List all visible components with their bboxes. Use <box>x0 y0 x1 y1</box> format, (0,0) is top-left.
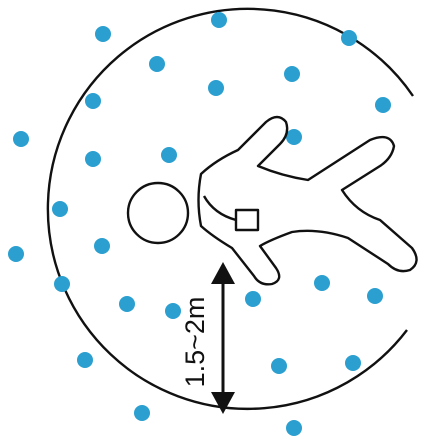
dot <box>367 288 383 304</box>
dot <box>375 97 391 113</box>
dot <box>208 80 224 96</box>
dot <box>77 352 93 368</box>
dot <box>85 151 101 167</box>
dot <box>314 275 330 291</box>
dot <box>149 56 165 72</box>
dot <box>85 93 101 109</box>
dot <box>95 26 111 42</box>
person-head <box>128 183 188 243</box>
dot <box>119 296 135 312</box>
person-body <box>199 117 417 284</box>
distance-label: 1.5~2m <box>180 297 210 388</box>
dot <box>52 201 68 217</box>
person-topdown-icon <box>128 117 417 284</box>
dot <box>54 276 70 292</box>
dot <box>286 420 302 436</box>
dot <box>94 238 110 254</box>
dot <box>8 246 24 262</box>
dot <box>345 355 361 371</box>
double-arrow-icon <box>211 262 235 414</box>
dot <box>341 30 357 46</box>
dot <box>245 291 261 307</box>
dot <box>211 12 227 28</box>
arrow-head-up <box>211 262 235 284</box>
arrow-head-down <box>211 392 235 414</box>
dot <box>13 131 29 147</box>
dot <box>286 129 302 145</box>
dot <box>165 303 181 319</box>
dot <box>284 66 300 82</box>
badge-square <box>236 210 258 230</box>
dot <box>271 358 287 374</box>
dot <box>161 147 177 163</box>
dot <box>134 405 150 421</box>
